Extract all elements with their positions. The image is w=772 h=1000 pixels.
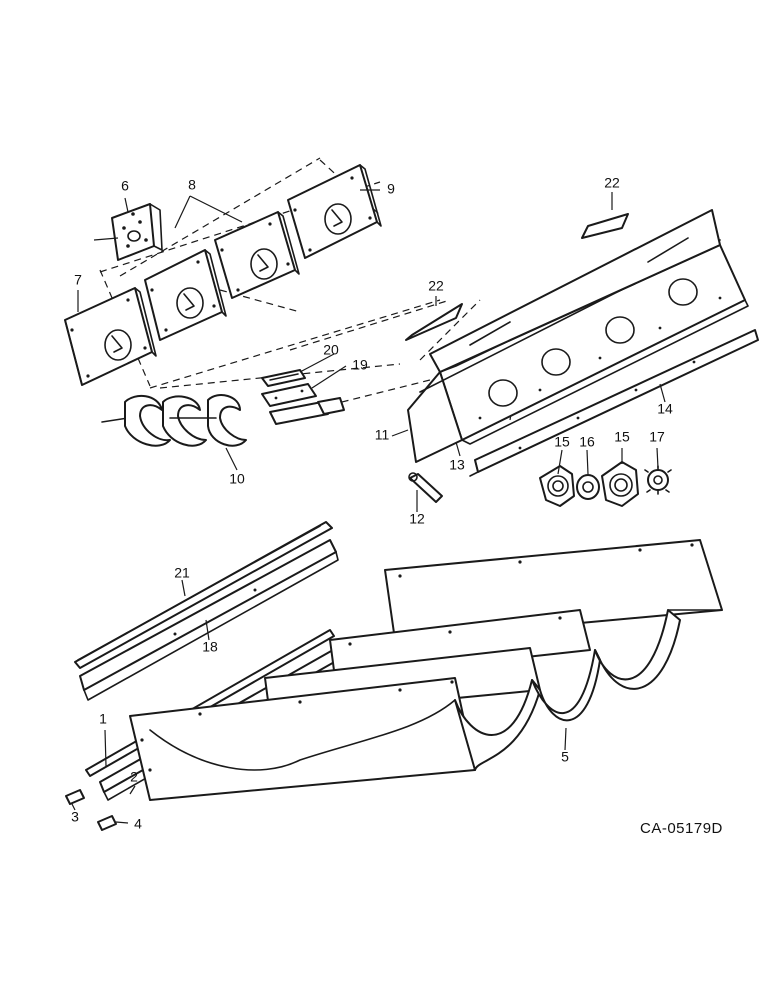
callout-3: 3 [71,809,79,825]
callout-19: 19 [352,357,368,373]
clip-part-4 [97,815,117,831]
figure-id: CA-05179D [640,820,723,837]
callout-13: 13 [449,457,465,473]
callout-1: 1 [99,711,107,727]
end-plate-part-7 [64,287,157,386]
callout-10: 10 [229,471,245,487]
callout-15-right: 15 [614,429,630,445]
callout-4: 4 [134,816,142,832]
callout-11: 11 [375,427,390,443]
callout-22-upper: 22 [604,175,620,191]
clip-part-3 [65,789,85,805]
pin-part-12 [408,472,443,503]
plate-part-19 [261,383,317,407]
gasket-part-20 [261,369,306,387]
plate-part-22-lower [405,303,463,341]
callout-9: 9 [387,181,395,197]
bearing-part-16 [576,474,600,500]
angle-part-18 [79,539,339,701]
callout-16: 16 [579,434,595,450]
bearing-flange-part-15-left [539,465,575,507]
bearing-flange-part-15-right [601,461,639,507]
auger-flighting-part-10 [101,394,247,447]
callout-8: 8 [188,177,196,193]
callout-12: 12 [409,511,425,527]
callout-18: 18 [202,639,218,655]
drive-shaft [269,397,345,425]
leader-lines [71,189,666,824]
callout-7: 7 [74,272,82,288]
callout-14: 14 [657,401,673,417]
callout-22-lower: 22 [428,278,444,294]
rail-part-21 [74,521,333,669]
sprocket-part-17 [644,465,672,495]
callout-15-left: 15 [554,434,570,450]
end-plate-part-9 [287,164,382,259]
callout-6: 6 [121,178,129,194]
callout-17: 17 [649,429,665,445]
end-plate-part-8b [214,211,300,299]
end-plate-part-8a [144,249,227,341]
callout-21: 21 [174,565,190,581]
callout-20: 20 [323,342,339,358]
angle-strip-part-14 [469,329,759,477]
callout-2: 2 [130,769,138,785]
callout-labels: 1 2 3 4 5 6 7 8 9 10 11 12 13 14 15 16 1… [71,175,723,837]
block-part-6 [111,203,163,261]
trough-pan-part-5 [129,539,723,801]
plate-part-22-upper [581,213,629,239]
auger-trough-assembly [407,209,749,463]
callout-5: 5 [561,749,569,765]
